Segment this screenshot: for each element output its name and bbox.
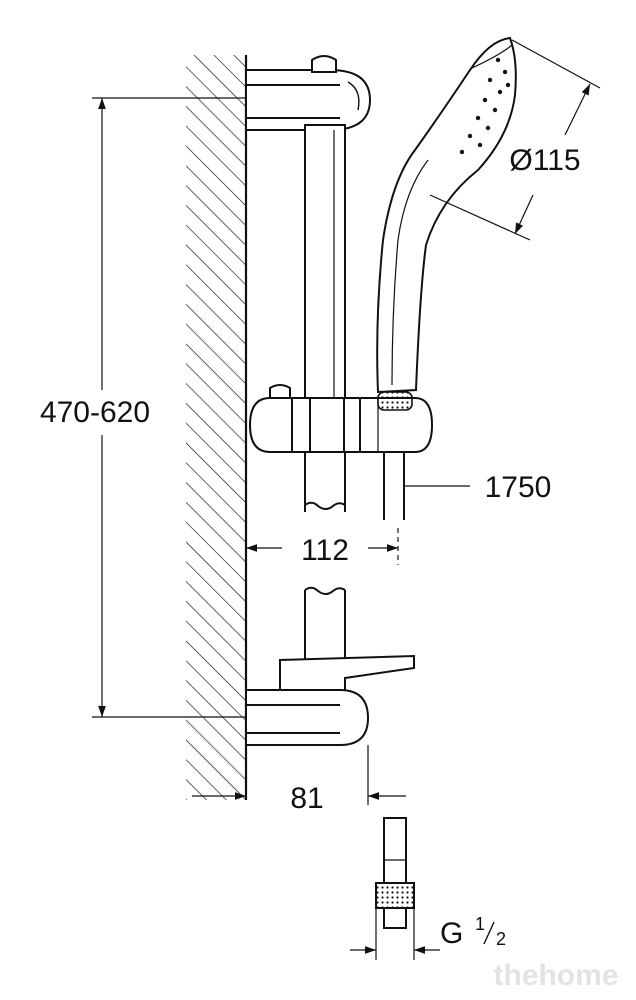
wall [186, 55, 248, 800]
dimension-lines [92, 39, 601, 960]
hose [383, 452, 405, 520]
rail-height-label: 470-620 [40, 396, 150, 429]
top-wall-bracket [245, 55, 372, 131]
sliding-holder [248, 384, 434, 453]
thread-fraction-numerator: 1 [475, 914, 485, 934]
hand-shower [376, 36, 517, 394]
hose-length-label: 1750 [485, 471, 552, 504]
rail [304, 124, 346, 670]
bracket-projection-label: 81 [290, 782, 323, 815]
bottom-wall-bracket [245, 689, 370, 746]
holder-knurl-ring [377, 391, 413, 411]
thread-prefix: G [440, 917, 463, 950]
thread-size-label: G 1 2 [440, 914, 506, 950]
watermark: thehome [493, 959, 618, 992]
shower-head-nozzles [459, 57, 511, 155]
head-diameter-label: Ø115 [509, 144, 580, 177]
holder-projection-label: 112 [301, 534, 349, 567]
hose-connector [375, 817, 415, 929]
thread-fraction-denominator: 2 [496, 929, 506, 949]
